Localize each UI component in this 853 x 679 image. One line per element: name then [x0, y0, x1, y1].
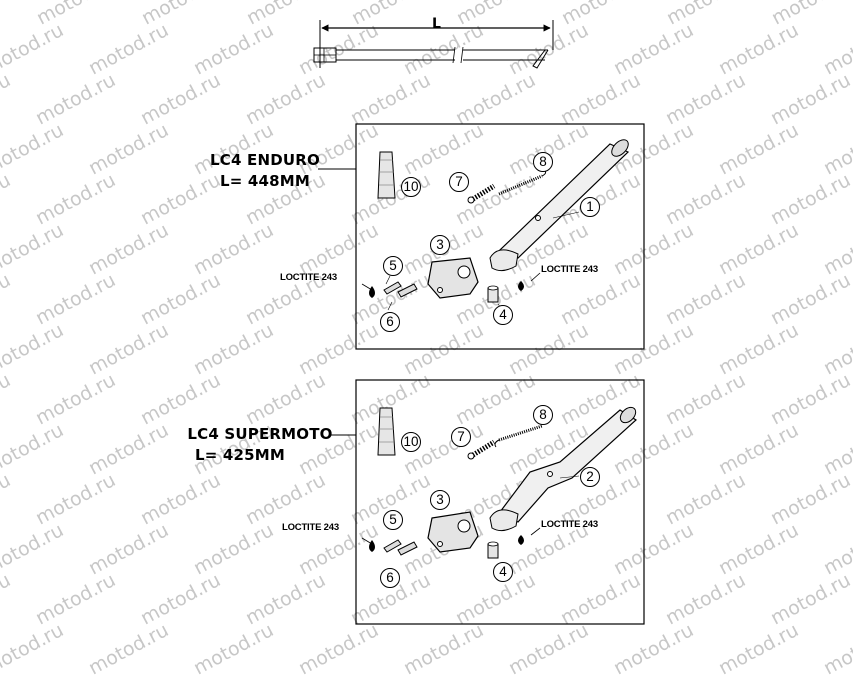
loctite-label-left: LOCTITE 243 [280, 272, 337, 283]
callout-part-4: 4 [493, 305, 513, 325]
callout-part-6: 6 [380, 312, 400, 332]
part-10-sleeve [377, 151, 396, 199]
part-3-bracket [427, 257, 479, 299]
callout-part-3: 3 [430, 235, 450, 255]
panel-supermoto [330, 379, 645, 625]
callout-part-2: 2 [580, 467, 600, 487]
part-3-bracket [427, 511, 479, 553]
model-length-supermoto: L= 425MM [194, 446, 286, 464]
part-10-sleeve [377, 407, 396, 456]
callout-part-8: 8 [533, 152, 553, 172]
callout-part-10: 10 [401, 432, 421, 452]
callout-part-6: 6 [380, 568, 400, 588]
part-4-nut [487, 541, 499, 559]
callout-part-4: 4 [493, 562, 513, 582]
part-5-6-screws [383, 539, 418, 556]
callout-part-10: 10 [401, 177, 421, 197]
length-dimension [313, 20, 554, 69]
rod-outline [313, 46, 549, 69]
model-length-enduro: L= 448MM [219, 172, 311, 190]
panel-enduro [318, 123, 645, 350]
callout-part-3: 3 [430, 490, 450, 510]
model-name-supermoto: LC4 SUPERMOTO [187, 425, 333, 443]
loctite-label-right: LOCTITE 243 [541, 264, 598, 275]
part-2-stand-leg [489, 406, 637, 532]
part-7-spring [467, 183, 496, 204]
part-5-6-screws [383, 281, 418, 298]
callout-part-8: 8 [533, 405, 553, 425]
loctite-drop-icon [369, 540, 375, 552]
part-4-nut [487, 285, 499, 303]
loctite-label-left: LOCTITE 243 [282, 522, 339, 533]
dimension-label: L [432, 16, 441, 32]
loctite-drop-icon [518, 535, 524, 545]
callout-part-5: 5 [383, 256, 403, 276]
line-art [313, 20, 645, 625]
callout-part-1: 1 [580, 197, 600, 217]
part-1-stand-leg [489, 139, 630, 272]
callout-part-5: 5 [383, 510, 403, 530]
callout-part-7: 7 [449, 172, 469, 192]
loctite-label-right: LOCTITE 243 [541, 519, 598, 530]
part-7-spring [467, 439, 496, 460]
model-name-enduro: LC4 ENDURO [210, 151, 320, 169]
loctite-drop-icon [369, 286, 375, 298]
part-8-spring [498, 169, 547, 196]
loctite-drop-icon [518, 281, 524, 291]
callout-part-7: 7 [451, 427, 471, 447]
part-8-spring [494, 424, 543, 448]
